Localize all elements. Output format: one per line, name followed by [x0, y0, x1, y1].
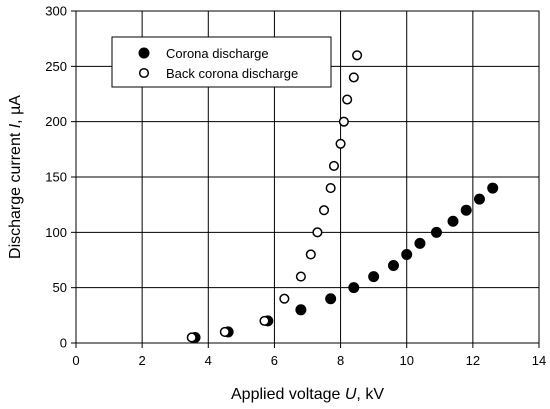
- x-axis-title-prefix: Applied voltage: [231, 386, 345, 403]
- back-corona-point: [312, 227, 323, 238]
- corona-point: [447, 215, 459, 227]
- y-tick-label: 100: [45, 225, 67, 240]
- back-corona-point: [328, 160, 340, 171]
- y-axis-title-suffix: , µA: [7, 95, 24, 124]
- y-tick-label: 200: [45, 114, 67, 129]
- corona-point: [414, 237, 426, 249]
- y-tick-label: 300: [45, 4, 67, 19]
- back-corona-point: [352, 50, 363, 61]
- legend-marker-filled: [138, 47, 150, 59]
- y-axis-title-variable: I: [7, 123, 24, 128]
- x-tick-label: 14: [532, 353, 546, 368]
- x-tick-label: 8: [337, 353, 344, 368]
- data-points: [186, 50, 499, 343]
- x-axis-title: Applied voltage U, kV: [231, 386, 384, 403]
- back-corona-point: [219, 326, 230, 337]
- x-tick-label: 0: [72, 353, 79, 368]
- corona-point: [473, 193, 485, 205]
- back-corona-point: [348, 72, 359, 83]
- back-corona-point: [259, 315, 270, 326]
- corona-point: [387, 260, 399, 272]
- x-tick-label: 6: [271, 353, 278, 368]
- legend-box: [111, 36, 332, 88]
- series-corona-discharge: [189, 182, 499, 343]
- x-axis-title-suffix: , kV: [356, 386, 384, 403]
- legend-label: Back corona discharge: [166, 66, 298, 81]
- corona-point: [460, 204, 472, 216]
- x-tick-label: 2: [139, 353, 146, 368]
- back-corona-point: [186, 332, 197, 343]
- corona-point: [487, 182, 499, 194]
- x-tick-label: 4: [205, 353, 212, 368]
- back-corona-point: [342, 94, 353, 105]
- back-corona-point: [279, 293, 290, 304]
- legend-label: Corona discharge: [166, 46, 269, 61]
- corona-point: [348, 282, 360, 294]
- legend-marker-open: [138, 67, 150, 79]
- back-corona-point: [338, 116, 349, 127]
- corona-point: [295, 304, 307, 316]
- y-tick-label: 150: [45, 170, 67, 185]
- axis-ticks: 0 2 4 6 8 10 12 14 0 50 100 150 200 250 300: [45, 4, 546, 369]
- x-tick-label: 12: [466, 353, 480, 368]
- y-axis-title: Discharge current I, µA: [7, 95, 24, 259]
- x-tick-label: 10: [399, 353, 413, 368]
- back-corona-point: [295, 271, 306, 282]
- y-tick-label: 0: [60, 336, 67, 351]
- back-corona-point: [305, 249, 316, 260]
- y-tick-label: 250: [45, 59, 67, 74]
- corona-point: [430, 226, 442, 238]
- y-axis-title-prefix: Discharge current: [7, 128, 24, 259]
- corona-point: [401, 248, 413, 260]
- back-corona-point: [335, 138, 346, 149]
- corona-point: [325, 293, 337, 305]
- x-axis-title-variable: U: [345, 386, 357, 403]
- corona-point: [368, 271, 380, 283]
- back-corona-point: [318, 205, 330, 216]
- series-back-corona-discharge: [186, 50, 363, 343]
- y-tick-label: 50: [53, 280, 67, 295]
- back-corona-point: [325, 183, 336, 194]
